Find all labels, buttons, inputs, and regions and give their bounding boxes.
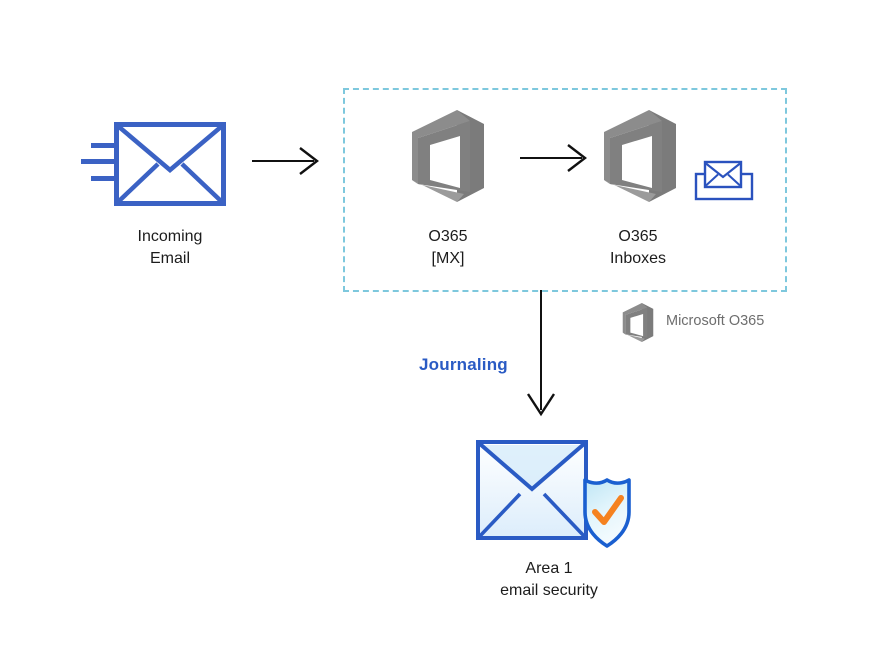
area1-label-line2: email security [500,582,598,599]
o365-mx-label: O365 [MX] [368,226,528,270]
incoming-email-envelope-icon [114,122,226,206]
incoming-email-label-line2: Email [149,250,190,267]
area1-label: Area 1 email security [464,558,634,602]
legend-o365-logo-icon [621,303,655,342]
o365-boundary-region [343,88,787,292]
o365-inboxes-logo-icon [600,110,680,202]
arrow-mx-to-inboxes [520,142,588,174]
area1-label-line1: Area 1 [525,560,573,577]
o365-mx-label-line2: [MX] [431,250,465,267]
area1-email-shield-icon [472,436,632,551]
incoming-email-label-line1: Incoming [137,228,203,245]
journaling-edge-label: Journaling [419,355,508,374]
arrow-journaling-down [525,290,557,418]
o365-inboxes-label-line2: Inboxes [609,250,667,267]
o365-mx-logo-icon [408,110,488,202]
o365-mx-label-line1: O365 [428,228,468,245]
legend-label: Microsoft O365 [666,313,765,329]
o365-inboxes-label-line1: O365 [618,228,658,245]
arrow-incoming-to-mx [252,145,320,177]
inbox-tray-icon [694,160,754,202]
motion-lines-icon [77,143,117,187]
